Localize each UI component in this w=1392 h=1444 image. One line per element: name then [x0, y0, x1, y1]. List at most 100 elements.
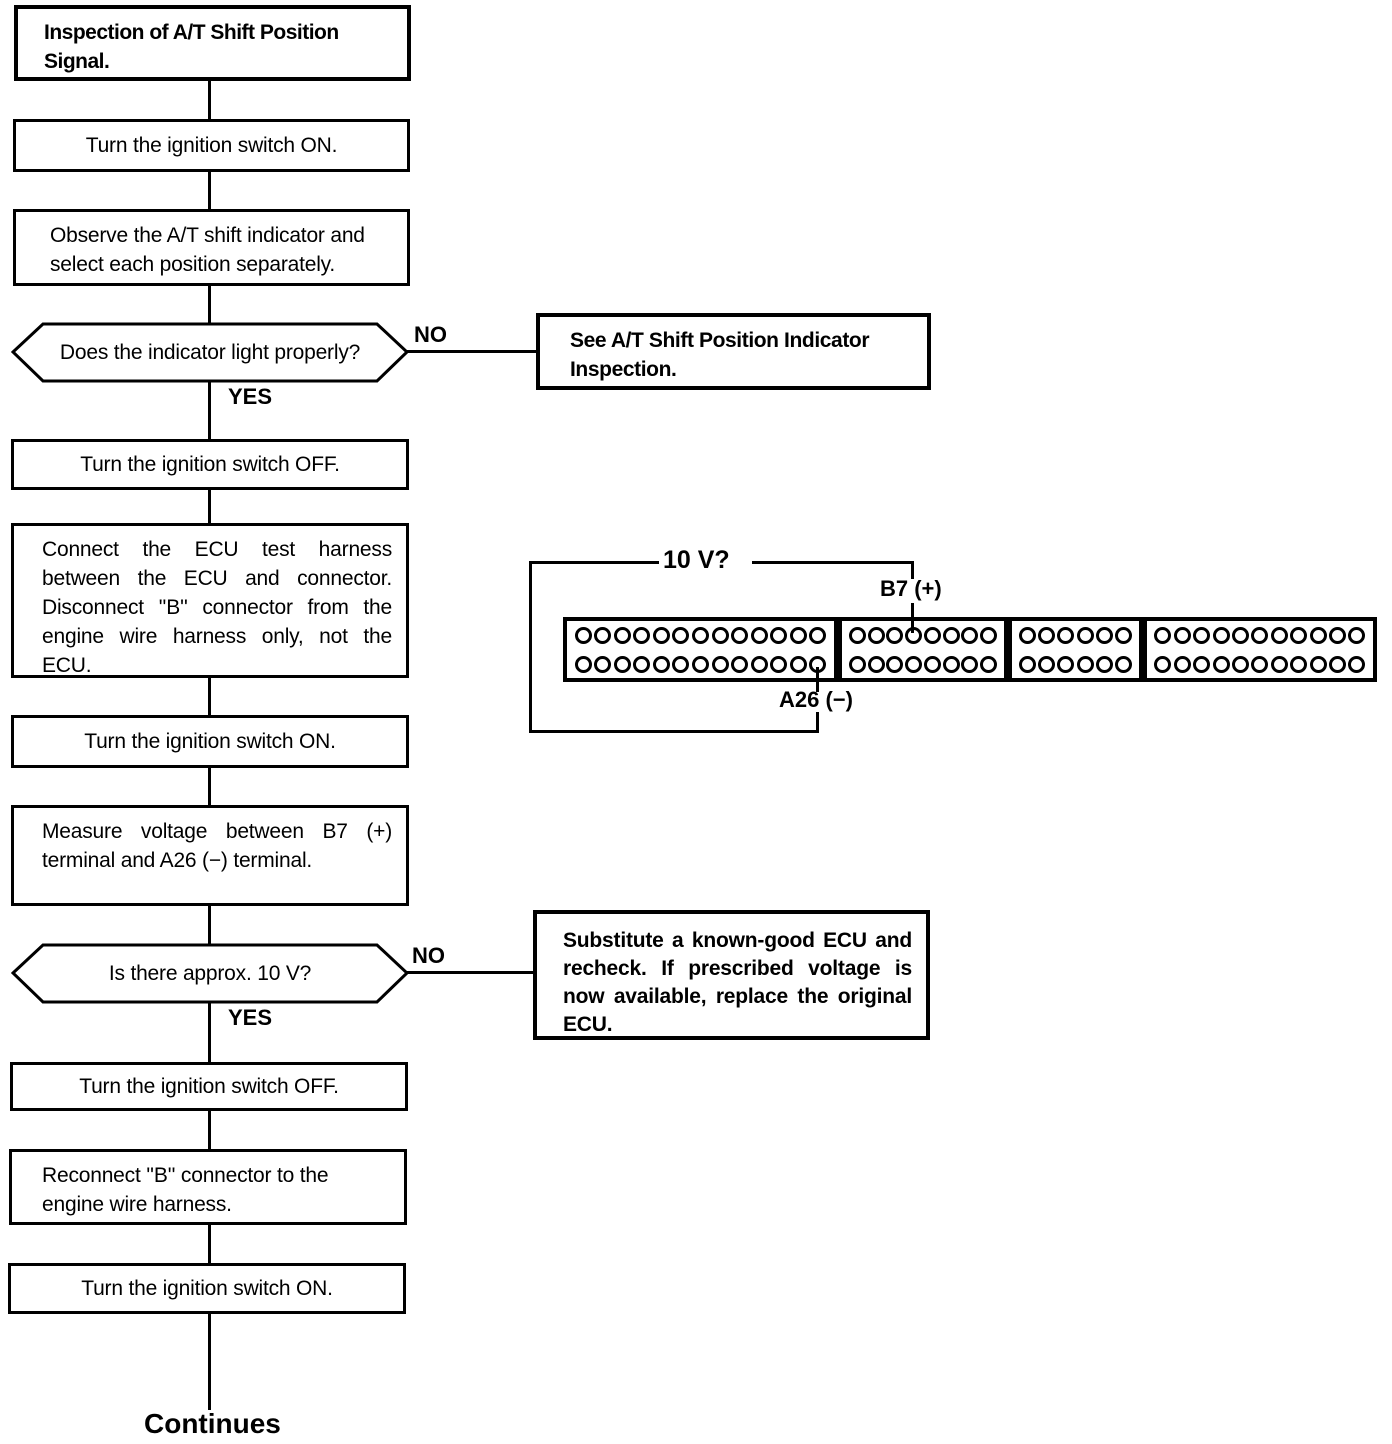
node-ignition-on-2: Turn the ignition switch ON. — [11, 715, 409, 768]
connector-pin — [574, 626, 592, 644]
connector-pin — [691, 655, 709, 673]
flow-line — [208, 1313, 211, 1410]
a26-terminal-label: A26 (−) — [779, 687, 853, 712]
connector-pin — [1348, 626, 1366, 644]
connector-pin — [594, 655, 612, 673]
connector-pin — [1076, 626, 1094, 644]
pin-row — [847, 655, 999, 673]
connector-pin — [1193, 655, 1211, 673]
connector-pin — [886, 626, 904, 644]
connector-pin — [1348, 655, 1366, 673]
voltmeter-lead-line — [816, 712, 819, 733]
connector-pin — [1038, 626, 1056, 644]
connector-pin — [961, 626, 979, 644]
connector-pin — [1173, 655, 1191, 673]
flow-line — [208, 677, 211, 716]
connector-pin — [750, 626, 768, 644]
node-see-indicator-inspection: See A/T Shift Position Indicator Inspect… — [536, 313, 931, 390]
connector-pin — [1232, 626, 1250, 644]
connector-pin — [1270, 626, 1288, 644]
connector-pin — [1019, 626, 1037, 644]
connector-pin — [633, 626, 651, 644]
connector-pin — [750, 655, 768, 673]
b7-pointer-line — [911, 603, 914, 633]
connector-pin — [633, 655, 651, 673]
connector-pin — [1212, 626, 1230, 644]
a26-pointer-line — [816, 667, 819, 692]
voltmeter-lead-line — [529, 561, 659, 564]
connector-pin — [961, 655, 979, 673]
decision-approx-10v: Is there approx. 10 V? — [11, 943, 409, 1004]
connector-pin — [711, 626, 729, 644]
connector-pin — [1057, 626, 1075, 644]
decision-approx-10v-text: Is there approx. 10 V? — [108, 961, 312, 985]
connector-pin — [867, 655, 885, 673]
no-branch-line-1 — [406, 350, 536, 353]
no-label-2: NO — [412, 943, 445, 968]
pin-row — [1017, 655, 1134, 673]
ecu-connector-group-c — [1008, 617, 1143, 682]
pin-row — [1152, 655, 1368, 673]
connector-pin — [848, 626, 866, 644]
connector-pin — [1076, 655, 1094, 673]
node-reconnect-b-connector: Reconnect ''B'' connector to the engine … — [9, 1149, 407, 1225]
node-ignition-on-3: Turn the ignition switch ON. — [8, 1263, 406, 1314]
flow-line — [208, 489, 211, 524]
connector-pin — [1212, 655, 1230, 673]
connector-pin — [923, 626, 941, 644]
connector-pin — [672, 655, 690, 673]
connector-pin — [711, 655, 729, 673]
flow-line — [208, 81, 211, 120]
node-ignition-off-1: Turn the ignition switch OFF. — [11, 439, 409, 490]
decision-indicator-light-text: Does the indicator light properly? — [59, 340, 361, 364]
ecu-connector-group-a — [563, 617, 838, 682]
connector-pin — [731, 655, 749, 673]
flow-line — [208, 1224, 211, 1264]
ecu-connector-group-b — [838, 617, 1008, 682]
connector-pin — [848, 655, 866, 673]
flow-line — [208, 767, 211, 806]
connector-pin — [1329, 655, 1347, 673]
yes-label-1: YES — [228, 384, 273, 409]
connector-pin — [942, 655, 960, 673]
connector-pin — [1309, 655, 1327, 673]
pin-row — [572, 655, 829, 673]
connector-pin — [923, 655, 941, 673]
connector-pin — [594, 626, 612, 644]
voltmeter-lead-line — [529, 730, 819, 733]
flow-line — [208, 905, 211, 945]
voltmeter-lead-line — [911, 561, 914, 579]
connector-pin — [770, 655, 788, 673]
connector-pin — [1193, 626, 1211, 644]
connector-pin — [867, 626, 885, 644]
pin-row — [1152, 626, 1368, 644]
b7-terminal-label: B7 (+) — [880, 576, 942, 601]
connector-pin — [613, 626, 631, 644]
no-branch-line-2 — [406, 971, 533, 974]
connector-pin — [1290, 655, 1308, 673]
node-ignition-on-1: Turn the ignition switch ON. — [13, 119, 410, 172]
connector-pin — [1095, 655, 1113, 673]
node-observe-indicator: Observe the A/T shift indicator and sele… — [13, 209, 410, 286]
connector-pin — [789, 626, 807, 644]
connector-pin — [574, 655, 592, 673]
voltmeter-lead-line — [752, 561, 914, 564]
connector-pin — [1114, 655, 1132, 673]
connector-pin — [1154, 655, 1172, 673]
pin-row — [847, 626, 999, 644]
connector-pin — [652, 626, 670, 644]
pin-row — [1017, 626, 1134, 644]
connector-pin — [1038, 655, 1056, 673]
continues-label: Continues — [144, 1408, 281, 1439]
voltage-question-label: 10 V? — [663, 546, 730, 574]
yes-label-2: YES — [228, 1005, 273, 1030]
connector-pin — [809, 626, 827, 644]
connector-pin — [789, 655, 807, 673]
connector-pin — [980, 655, 998, 673]
connector-pin — [1095, 626, 1113, 644]
pin-row — [572, 626, 829, 644]
connector-pin — [770, 626, 788, 644]
voltmeter-lead-line — [529, 561, 532, 733]
decision-indicator-light: Does the indicator light properly? — [11, 322, 409, 383]
